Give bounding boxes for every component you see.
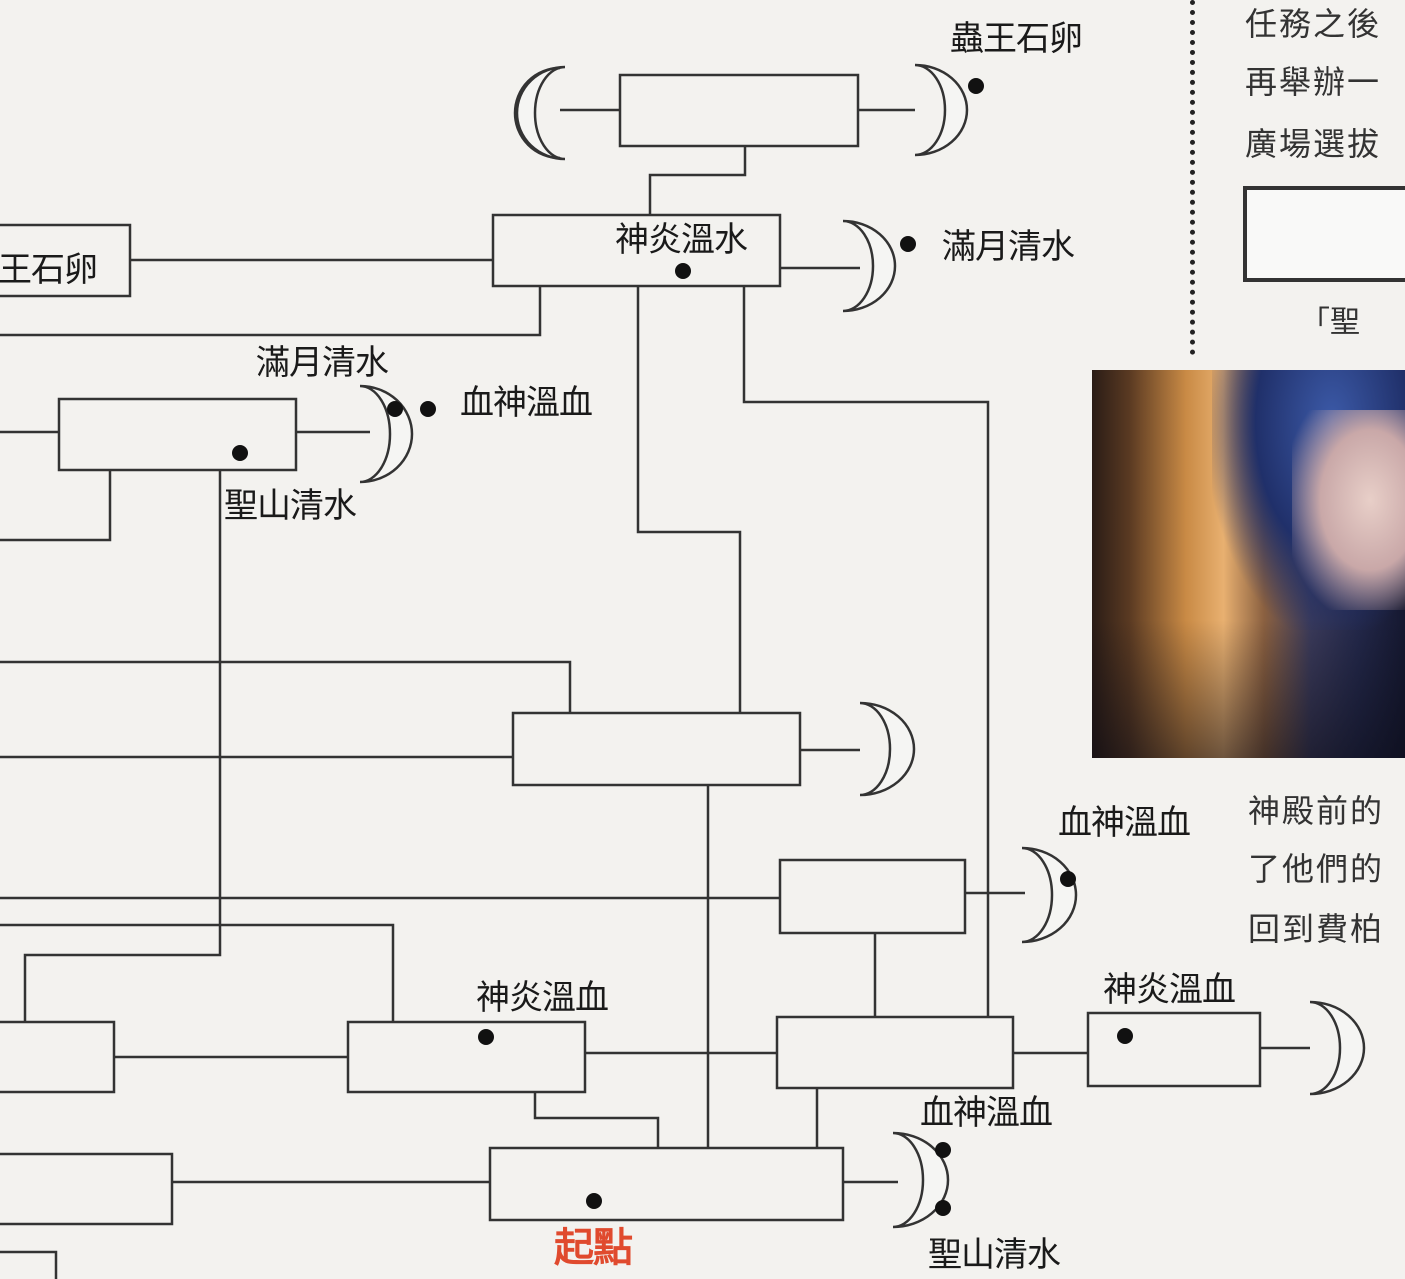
door-top-left xyxy=(515,65,566,161)
corridor xyxy=(23,470,222,1022)
label-room-left-edge: 王石卵 xyxy=(0,250,98,290)
label-door-left-b: 血神溫血 xyxy=(460,383,593,423)
item-dot xyxy=(1117,1028,1133,1044)
item-dot xyxy=(232,445,248,461)
room-left-edge xyxy=(0,223,132,298)
door-far-right xyxy=(1309,1000,1366,1096)
dotted-divider xyxy=(1190,0,1195,355)
room-left-stub-2 xyxy=(0,1152,174,1226)
sidebar-frame-box xyxy=(1243,186,1405,282)
corridor xyxy=(648,146,747,215)
label-door-start-b: 聖山清水 xyxy=(928,1235,1061,1275)
item-dot xyxy=(900,236,916,252)
item-dot xyxy=(387,401,403,417)
label-door-east: 血神溫血 xyxy=(1058,803,1191,843)
start-label: 起點 xyxy=(554,1225,633,1271)
label-room-upper: 神炎溫水 xyxy=(615,220,748,260)
door-left xyxy=(359,384,414,484)
corridor xyxy=(742,286,990,1017)
item-dot xyxy=(935,1200,951,1216)
room-start xyxy=(488,1146,845,1222)
door-upper xyxy=(842,219,897,313)
label-door-left-a: 滿月清水 xyxy=(256,343,389,383)
sidebar-text-line: 廣場選拔 xyxy=(1245,125,1382,163)
item-dot xyxy=(586,1193,602,1209)
room-mid-right xyxy=(775,1015,1015,1090)
item-dot xyxy=(675,263,691,279)
item-dot xyxy=(478,1029,494,1045)
room-left xyxy=(57,397,298,472)
room-top xyxy=(618,73,860,148)
label-door-start-a: 血神溫血 xyxy=(920,1093,1053,1133)
item-dot xyxy=(1060,871,1076,887)
item-dot xyxy=(420,401,436,417)
room-far-right xyxy=(1086,1011,1262,1088)
room-left-stub-3 xyxy=(0,1250,58,1279)
sidebar-text-line: 了他們的 xyxy=(1248,850,1385,888)
room-left-stub-1 xyxy=(0,1020,116,1094)
item-dot xyxy=(935,1142,951,1158)
door-top-right xyxy=(914,63,969,157)
door-middle xyxy=(859,701,916,797)
label-room-mid-left: 神炎溫血 xyxy=(476,978,609,1018)
sidebar-text-line: 再舉辦一 xyxy=(1245,63,1382,101)
sidebar-text-line: 神殿前的 xyxy=(1248,792,1385,830)
label-door-top-right: 蟲王石卵 xyxy=(950,19,1083,59)
corridor xyxy=(533,1092,660,1148)
sidebar-text-line: 回到費柏 xyxy=(1248,910,1385,948)
room-middle xyxy=(511,711,802,787)
corridor xyxy=(636,286,742,713)
corridor xyxy=(0,923,395,1022)
sidebar-text-line: 任務之後 xyxy=(1245,5,1382,43)
character-artwork xyxy=(1092,370,1405,758)
item-dot xyxy=(968,78,984,94)
room-upper xyxy=(491,213,782,288)
room-east xyxy=(778,858,967,935)
room-mid-left xyxy=(346,1020,587,1094)
corridor xyxy=(0,470,112,542)
door-east xyxy=(1021,846,1078,944)
label-door-upper: 滿月清水 xyxy=(942,227,1075,267)
label-room-far-right: 神炎溫血 xyxy=(1103,970,1236,1010)
corridor xyxy=(0,286,542,337)
sidebar-caption: 「聖 xyxy=(1300,305,1360,340)
label-door-left-c: 聖山清水 xyxy=(224,486,357,526)
corridor xyxy=(0,660,572,713)
